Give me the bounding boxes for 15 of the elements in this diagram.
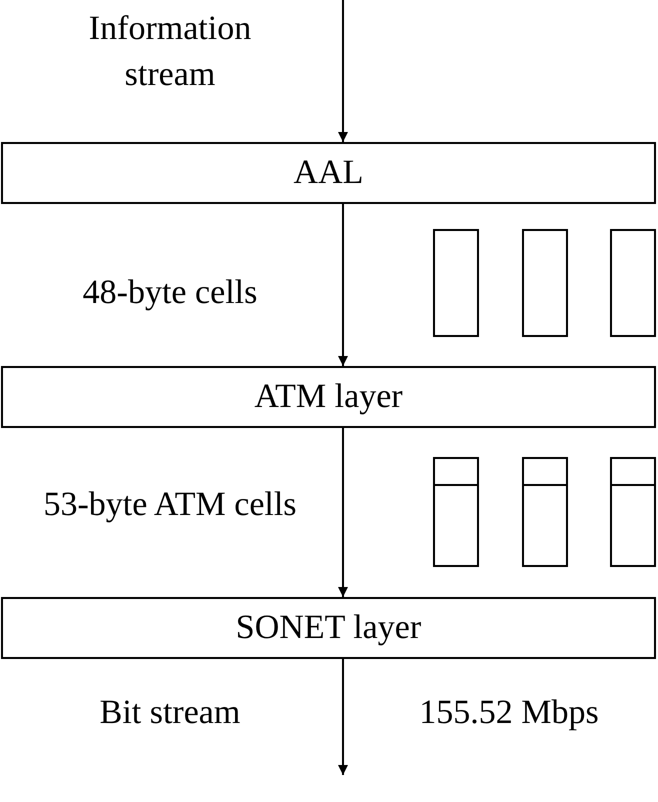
layer-label: ATM layer xyxy=(254,378,403,416)
layer-box xyxy=(1,142,656,204)
arrow xyxy=(338,428,348,597)
annotation-text: 53-byte ATM cells xyxy=(42,485,298,525)
annotation-text: Bit stream xyxy=(98,693,242,733)
arrow xyxy=(338,0,348,142)
annotation-text: Information stream xyxy=(88,9,252,95)
annotation-text: 48-byte cells xyxy=(82,273,258,313)
layer-label: SONET layer xyxy=(236,609,422,647)
layer-box xyxy=(1,597,656,659)
layer-box xyxy=(1,366,656,428)
layer-label: AAL xyxy=(294,154,364,192)
annotation-text: 155.52 Mbps xyxy=(418,693,600,733)
arrow xyxy=(338,204,348,366)
arrow xyxy=(338,659,348,775)
